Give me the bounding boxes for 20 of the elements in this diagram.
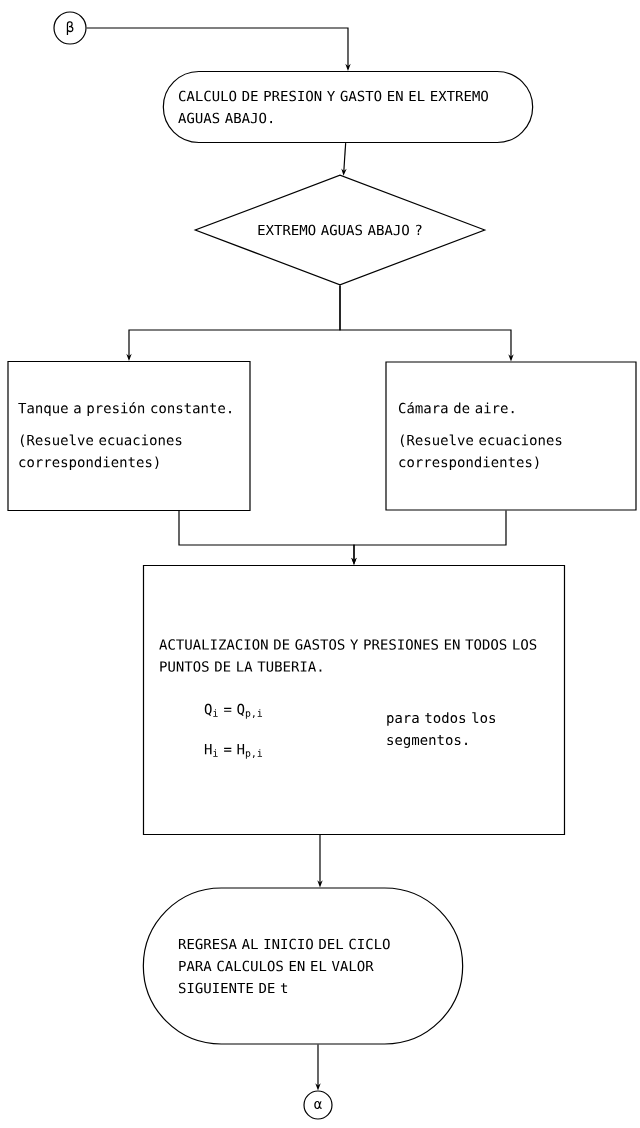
equation: H$_{i}$ = H$_{p,i}$ [204,744,263,759]
terminal-shape [162,70,534,144]
equation: Q$_{i}$ = Q$_{p,i}$ [204,703,263,719]
box-text: (Resuelve ecuaciones correspondientes) [399,434,562,471]
process-box [142,564,566,836]
box-text: REGRESA AL INICIO DEL CICLO PARA CALCULOS EN EL VALOR SIGUIENTE DE t [178,938,390,994]
connector-label: β [66,21,74,35]
box-text: CALCULO DE PRESION Y GASTO EN EL EXTREMO AGUAS ABAJO. [178,90,488,124]
note-text: para todos los segmentos. [387,712,496,748]
box-heading: Cámara de aire. [398,401,514,414]
process-box [385,361,637,511]
connector-circle [53,11,87,45]
terminal-shape [142,887,464,1045]
box-heading: Tanque a presión constante. [18,401,231,417]
connector-circle [303,1090,333,1120]
connector-label: α [314,1101,322,1109]
box-text: (Resuelve ecuaciones correspondientes) [19,434,182,471]
box-heading: ACTUALIZACION DE GASTOS Y PRESIONES EN TODOS LOS PUNTOS DE LA TUBERIA. [159,639,537,672]
process-box [7,360,251,512]
box-text: EXTREMO AGUAS ABAJO ? [258,224,422,236]
